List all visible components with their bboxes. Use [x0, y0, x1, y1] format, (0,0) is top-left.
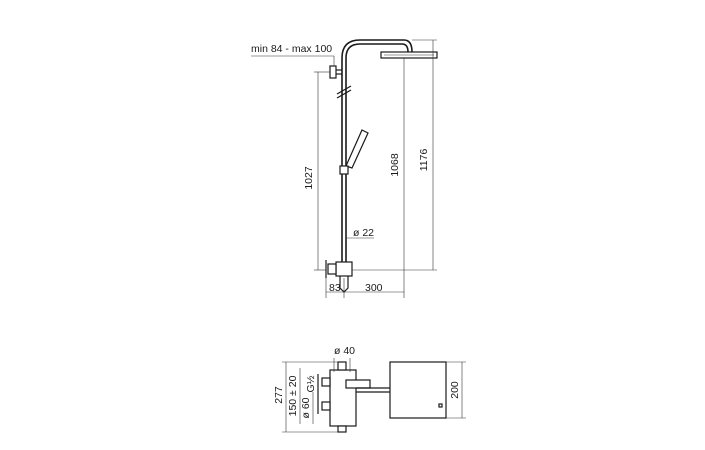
plan-riser-bracket — [345, 379, 371, 389]
break-mark-1 — [336, 85, 352, 95]
plan-thread-label: G½ — [305, 375, 317, 392]
break-mark-2 — [336, 89, 352, 99]
plan-handle-bottom — [337, 425, 347, 433]
plan-200-label: 200 — [449, 381, 461, 399]
dim-1027-label: 1027 — [303, 166, 315, 190]
plan-d40-label: ø 40 — [334, 345, 355, 357]
overhead-arm-inner — [345, 43, 409, 59]
plan-handle-top — [337, 361, 347, 371]
plan-150-label: 150 ± 20 — [287, 375, 299, 416]
mixer-valve-body — [335, 261, 353, 277]
dim-83-label: 83 — [329, 282, 341, 294]
plan-connector-top — [321, 377, 331, 387]
dim-1068-label: 1068 — [389, 153, 401, 177]
hand-shower-holder — [339, 165, 349, 175]
dim-300-label: 300 — [365, 282, 383, 294]
dim-d22-label: ø 22 — [353, 227, 374, 239]
plan-277-label: 277 — [273, 386, 285, 404]
dim-adjust-label: min 84 - max 100 — [251, 43, 332, 55]
hand-shower — [345, 129, 369, 169]
plan-shower-head — [389, 361, 447, 419]
plan-valve-block — [329, 369, 357, 427]
shower-column-plan: ø 40 277 150 ± 20 ø 60 G½ 200 — [273, 345, 466, 433]
plan-d60-label: ø 60 — [300, 397, 312, 418]
top-bracket-flange — [329, 65, 337, 79]
mixer-handle-left — [327, 263, 337, 275]
dim-1176-label: 1176 — [418, 149, 430, 172]
plan-shower-head-marker — [438, 403, 443, 408]
shower-column-elevation: min 84 - max 100 1027 1068 1176 ø 22 83 … — [251, 39, 438, 298]
plan-connector-bottom — [321, 401, 331, 411]
overhead-arm-outer — [341, 39, 413, 59]
